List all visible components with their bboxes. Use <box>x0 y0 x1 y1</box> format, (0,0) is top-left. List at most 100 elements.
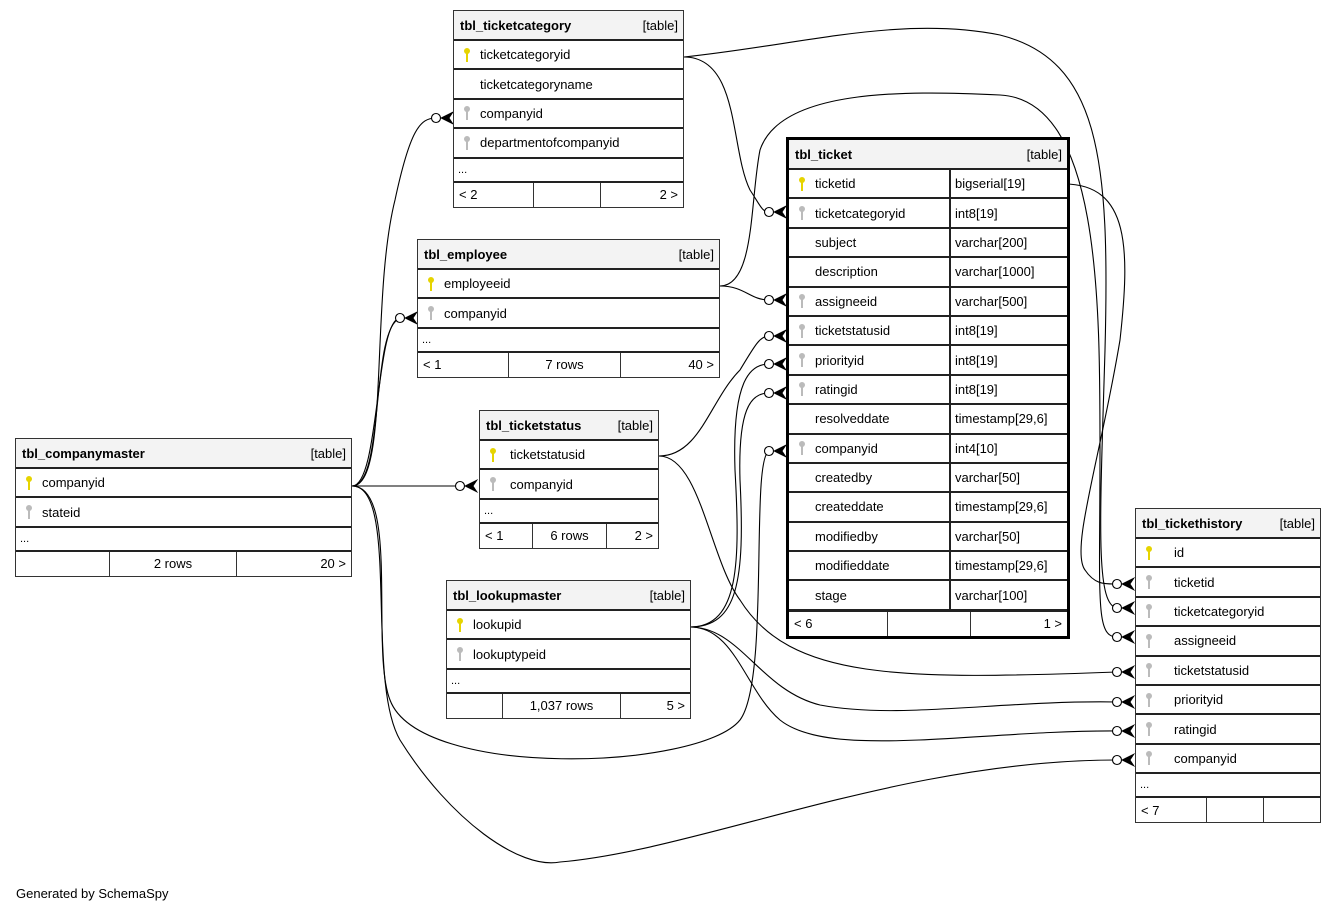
column-row[interactable]: ticketstatusid <box>480 441 658 471</box>
column-name: ratingid <box>1174 721 1217 737</box>
crows-foot-marker <box>1121 629 1136 645</box>
column-row[interactable]: lookuptypeid <box>447 640 690 670</box>
column-name: lookuptypeid <box>473 646 546 662</box>
parents-link[interactable]: < 1 <box>480 523 533 548</box>
column-row[interactable]: companyid <box>480 470 658 500</box>
column-name: companyid <box>1174 750 1237 766</box>
column-name: ticketcategoryid <box>1174 603 1265 619</box>
column-name: resolveddate <box>815 411 890 427</box>
crows-foot-marker <box>1121 576 1136 592</box>
children-link[interactable] <box>1264 798 1320 822</box>
column-name: stateid <box>42 504 81 520</box>
parents-link[interactable]: < 6 <box>789 611 888 636</box>
table-footer: < 1 6 rows 2 > <box>480 523 658 548</box>
more-columns: ... <box>1136 774 1320 799</box>
column-type: int8[19] <box>949 199 1067 227</box>
foreign-key-icon <box>424 305 438 321</box>
column-name: ticketstatusid <box>510 447 586 463</box>
children-link[interactable]: 40 > <box>688 357 714 373</box>
parents-link[interactable]: < 1 <box>418 352 509 377</box>
table-name: tbl_ticketstatus <box>486 417 582 433</box>
children-link[interactable]: 1 > <box>1043 616 1062 632</box>
parents-link[interactable] <box>16 551 110 576</box>
column-type: varchar[50] <box>949 522 1067 551</box>
table-kind: [table] <box>642 17 678 33</box>
column-cell: subject <box>789 229 949 256</box>
table-header: tbl_companymaster [table] <box>16 439 351 469</box>
children-link[interactable]: 5 > <box>666 698 685 714</box>
column-cell: ticketstatusid <box>480 441 585 468</box>
column-row[interactable]: ticketcategoryid <box>1136 598 1320 628</box>
children-link[interactable]: 2 > <box>634 528 653 544</box>
column-type: timestamp[29,6] <box>949 552 1067 580</box>
parents-link[interactable] <box>447 693 503 718</box>
column-row[interactable]: lookupid <box>447 611 690 641</box>
column-row[interactable]: resolveddate timestamp[29,6] <box>789 405 1067 435</box>
column-cell: lookuptypeid <box>447 640 546 667</box>
column-row[interactable]: ticketcategoryid <box>454 41 683 71</box>
column-row[interactable]: companyid <box>454 100 683 130</box>
children-link[interactable]: 20 > <box>320 556 346 572</box>
children-link[interactable]: 2 > <box>659 187 678 203</box>
column-row[interactable]: companyid <box>16 469 351 499</box>
table-companymaster[interactable]: tbl_companymaster [table] companyid state… <box>15 438 352 577</box>
column-row[interactable]: assigneeid <box>1136 627 1320 657</box>
column-row[interactable]: departmentofcompanyid <box>454 129 683 159</box>
crows-foot-marker <box>440 110 455 126</box>
column-row[interactable]: ratingid <box>1136 715 1320 745</box>
primary-key-icon <box>460 47 474 63</box>
table-footer: 2 rows 20 > <box>16 551 351 576</box>
foreign-key-icon <box>486 476 500 492</box>
parents-link[interactable]: < 2 <box>454 182 534 207</box>
column-row[interactable]: ticketstatusid <box>1136 657 1320 686</box>
column-row[interactable]: companyid <box>418 299 719 329</box>
foreign-key-icon <box>1142 750 1156 766</box>
column-row[interactable]: stateid <box>16 498 351 528</box>
column-type: int8[19] <box>949 346 1067 374</box>
column-row[interactable]: companyid <box>1136 745 1320 775</box>
column-row[interactable]: ticketcategoryname <box>454 70 683 100</box>
foreign-key-icon <box>1142 603 1156 619</box>
table-kind: [table] <box>1279 515 1315 531</box>
parents-link[interactable]: < 7 <box>1136 798 1207 823</box>
column-row[interactable]: ticketid <box>1136 568 1320 598</box>
column-row[interactable]: priorityid <box>1136 686 1320 716</box>
primary-key-icon <box>424 276 438 292</box>
foreign-key-icon <box>1142 692 1156 708</box>
column-row[interactable]: employeeid <box>418 270 719 300</box>
column-type: timestamp[29,6] <box>949 405 1067 433</box>
column-row[interactable]: id <box>1136 539 1320 569</box>
table-kind: [table] <box>649 587 685 603</box>
primary-key-icon <box>486 447 500 463</box>
table-ticketcategory[interactable]: tbl_ticketcategory [table] ticketcategor… <box>453 10 684 208</box>
column-type: varchar[100] <box>949 581 1067 609</box>
column-name: companyid <box>480 105 543 121</box>
more-columns: ... <box>447 670 690 694</box>
column-name: ticketcategoryname <box>480 76 593 92</box>
table-name: tbl_lookupmaster <box>453 587 562 603</box>
table-lookupmaster[interactable]: tbl_lookupmaster [table] lookupid lookupt… <box>446 580 691 719</box>
optional-marker <box>763 206 775 218</box>
more-columns: ... <box>480 500 658 524</box>
column-name: companyid <box>444 305 507 321</box>
column-name: ratingid <box>815 381 858 397</box>
column-name: assigneeid <box>815 293 878 309</box>
